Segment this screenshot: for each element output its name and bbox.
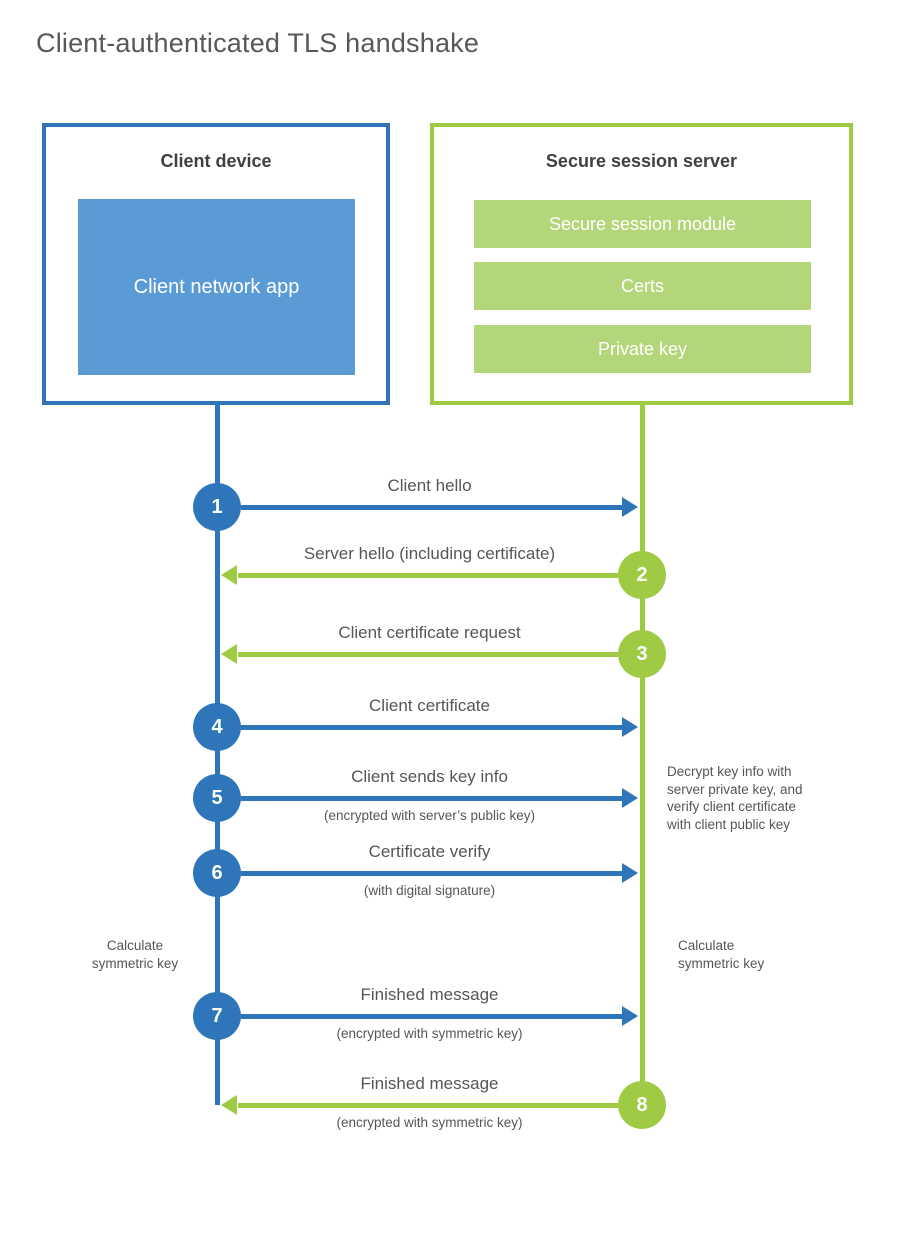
secure-session-server-title: Secure session server [545, 151, 738, 171]
step-2-arrowhead-icon [221, 565, 237, 585]
step-3-arrow-line [238, 652, 618, 657]
certs-bar: Certs [474, 262, 811, 310]
step-6-number-badge: 6 [193, 849, 241, 897]
step-2-label: Server hello (including certificate) [303, 544, 556, 563]
step-3-arrowhead-icon [221, 644, 237, 664]
client-network-app-label: Client network app [133, 275, 300, 298]
step-1-arrow-line [241, 505, 622, 510]
step-5-arrow-line [241, 796, 622, 801]
step-3-label: Client certificate request [338, 623, 521, 642]
client-network-app-box: Client network app [78, 199, 355, 375]
step-7-label: Finished message [360, 985, 499, 1004]
diagram-title: Client-authenticated TLS handshake [36, 28, 480, 58]
step-1-arrowhead-icon [622, 497, 638, 517]
step-6-arrowhead-icon [622, 863, 638, 883]
server-lifeline [640, 405, 645, 1083]
step-1-number-badge: 1 [193, 483, 241, 531]
step-8-arrow-line [238, 1103, 618, 1108]
step-4-label: Client certificate [369, 696, 490, 715]
client-lifeline [215, 405, 220, 1105]
step-6-label: Certificate verify [368, 842, 491, 861]
private-key-bar: Private key [474, 325, 811, 373]
step-4-number-badge: 4 [193, 703, 241, 751]
step-8-sublabel: (encrypted with symmetric key) [336, 1115, 523, 1130]
step-7-arrow-line [241, 1014, 622, 1019]
server-calculate-symmetric-key-note: Calculate symmetric key [678, 938, 765, 971]
step-7-sublabel: (encrypted with symmetric key) [336, 1026, 523, 1041]
step-7-number-badge: 7 [193, 992, 241, 1040]
step-6-sublabel: (with digital signature) [363, 883, 496, 898]
step-6-arrow-line [241, 871, 622, 876]
step-5-sublabel: (encrypted with server’s public key) [323, 808, 536, 823]
step-8-arrowhead-icon [221, 1095, 237, 1115]
step-3-number-badge: 3 [618, 630, 666, 678]
step-2-arrow-line [238, 573, 618, 578]
step-1-label: Client hello [387, 476, 472, 495]
server-decrypt-note: Decrypt key info with server private key… [667, 764, 803, 832]
step-8-label: Finished message [360, 1074, 499, 1093]
secure-session-module-bar: Secure session module [474, 200, 811, 248]
step-2-number-badge: 2 [618, 551, 666, 599]
client-calculate-symmetric-key-note: Calculate symmetric key [91, 938, 179, 971]
step-4-arrow-line [241, 725, 622, 730]
step-5-arrowhead-icon [622, 788, 638, 808]
step-5-number-badge: 5 [193, 774, 241, 822]
step-4-arrowhead-icon [622, 717, 638, 737]
step-5-label: Client sends key info [351, 767, 508, 786]
step-7-arrowhead-icon [622, 1006, 638, 1026]
client-device-title: Client device [160, 151, 272, 171]
step-8-number-badge: 8 [618, 1081, 666, 1129]
